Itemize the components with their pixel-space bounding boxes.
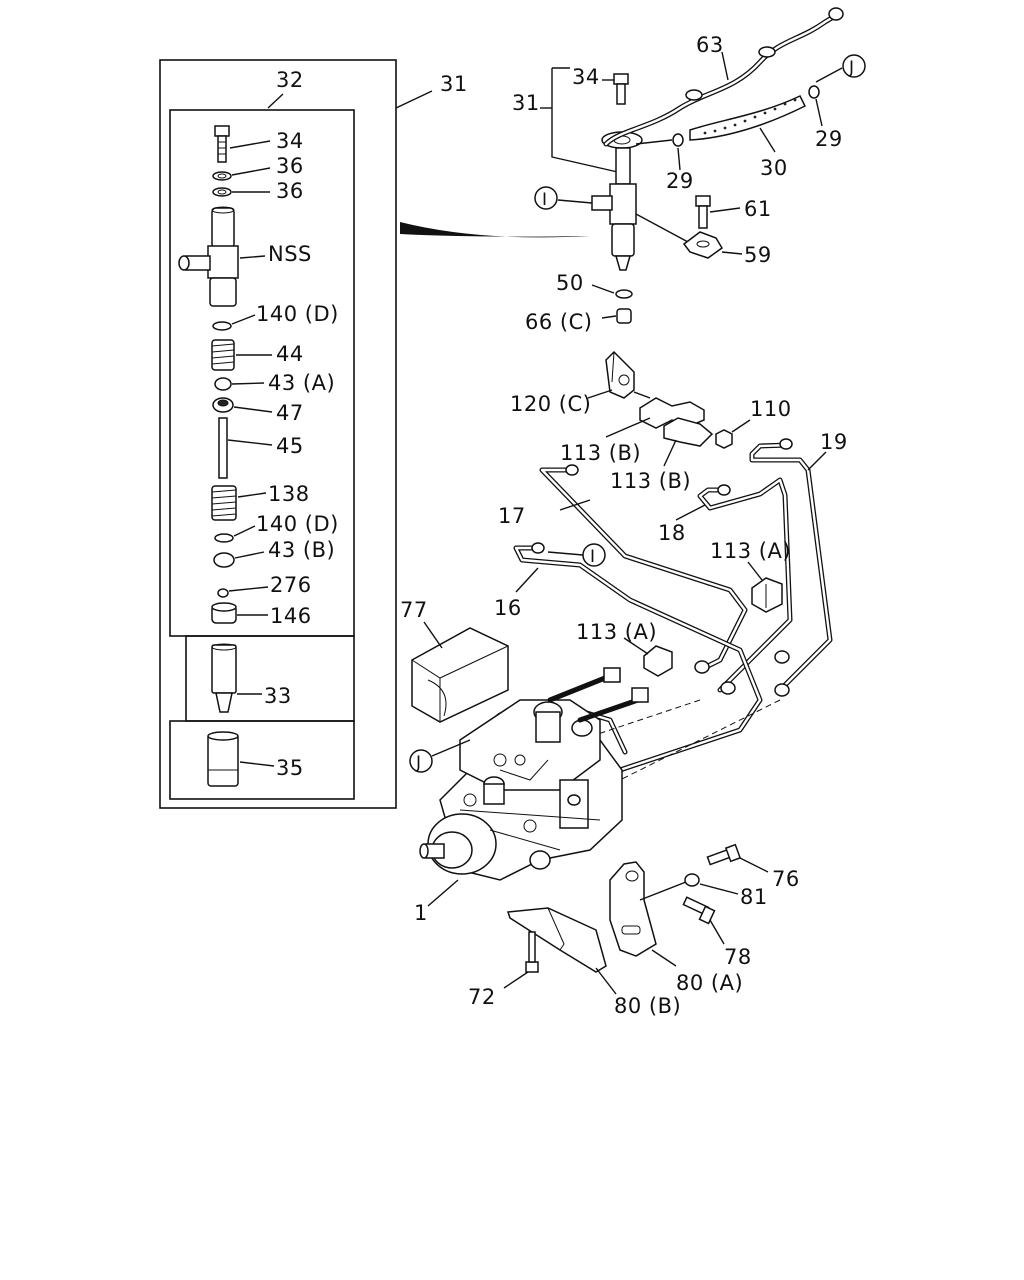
leader-17 [559,499,591,511]
label-120c: 120 (C) [510,392,591,416]
label-77: 77 [400,598,428,622]
label-30: 30 [760,156,788,180]
label-i-top: I [542,190,548,210]
ref-circle-j-top [842,54,866,78]
label-35: 35 [276,756,304,780]
washer-36-a [212,167,271,181]
leak-off-pipe-63 [603,7,844,147]
label-140d-a: 140 (D) [256,302,339,326]
retaining-nut-35 [207,731,275,787]
seat-43a [214,377,265,391]
washer-36-b [212,187,270,197]
label-34-top: 34 [572,65,600,89]
label-44: 44 [276,342,304,366]
label-1: 1 [414,901,428,925]
label-146: 146 [270,604,312,628]
label-43a: 43 (A) [268,371,335,395]
label-nss: NSS [268,242,312,266]
spacer-146 [211,602,268,624]
bolt-61 [695,195,741,229]
hose-30 [689,95,807,153]
washer-81 [639,873,739,901]
label-59: 59 [744,243,772,267]
nut-110 [715,419,751,449]
label-19: 19 [820,430,848,454]
label-80b: 80 (B) [614,994,681,1018]
label-113a-a: 113 (A) [710,539,791,563]
label-50: 50 [556,271,584,295]
push-rod-45 [218,417,273,479]
bolt-72 [503,931,539,989]
label-j-top: J [848,58,855,78]
clip-29-a [635,133,684,171]
ref-circle-i-mid [547,543,606,567]
injector-kit-box [159,59,433,809]
label-j-mid: J [415,753,422,773]
leader-19 [807,451,827,471]
nozzle-holder-nss [178,206,266,307]
label-110: 110 [750,397,792,421]
leader-16 [515,567,539,593]
label-i-mid: I [590,547,596,567]
label-31-box: 31 [440,72,468,96]
spring-138 [211,485,267,521]
bolt-34-kit [214,125,271,163]
leader-18 [675,504,706,521]
label-36-a: 36 [276,154,304,178]
nozzle-33 [211,643,262,713]
label-16: 16 [494,596,522,620]
injection-pump-1 [419,699,623,907]
assembly-pointer [400,222,590,238]
label-18: 18 [658,521,686,545]
callout-labels: 31 32 34 36 36 NSS 140 (D) 44 43 (A) 47 … [256,33,855,1018]
spring-44 [211,339,272,371]
label-76: 76 [772,867,800,891]
clip-29-b [808,67,843,127]
washer-140d-a [212,314,256,331]
seat-43b [213,551,265,568]
clamp-59 [682,231,743,259]
label-29-b: 29 [815,127,843,151]
clip-113a-b [623,637,673,677]
label-78: 78 [724,945,752,969]
bracket-80b [506,907,617,995]
label-63: 63 [696,33,724,57]
label-29-a: 29 [666,169,694,193]
label-33: 33 [264,684,292,708]
cover-77 [411,621,509,723]
label-140d-b: 140 (D) [256,512,339,536]
label-81: 81 [740,885,768,909]
label-61: 61 [744,197,772,221]
label-43b: 43 (B) [268,538,335,562]
bracket-80a [609,861,677,967]
label-36-b: 36 [276,179,304,203]
label-66c: 66 (C) [525,310,592,334]
label-113b-b: 113 (B) [610,469,691,493]
ref-circle-j-mid [409,739,471,773]
bolt-76 [706,843,769,873]
clip-113a-a [747,561,783,613]
bolt-78 [682,896,725,945]
label-113b-a: 113 (B) [560,441,641,465]
washer-140d-b [214,525,256,543]
label-32: 32 [276,68,304,92]
label-45: 45 [276,434,304,458]
label-34-box: 34 [276,129,304,153]
label-113a-b: 113 (A) [576,620,657,644]
label-138: 138 [268,482,310,506]
label-72: 72 [468,985,496,1009]
bracket-120c [587,350,651,399]
harness-connector [547,667,649,723]
ref-circle-i-top [534,186,558,210]
label-276: 276 [270,573,312,597]
injector-assembly [540,67,689,324]
seat-47 [212,397,273,413]
label-47: 47 [276,401,304,425]
label-17: 17 [498,504,526,528]
label-80a: 80 (A) [676,971,743,995]
clip-113b-b [663,417,714,467]
label-31-top: 31 [512,91,540,115]
pin-276 [217,586,269,598]
